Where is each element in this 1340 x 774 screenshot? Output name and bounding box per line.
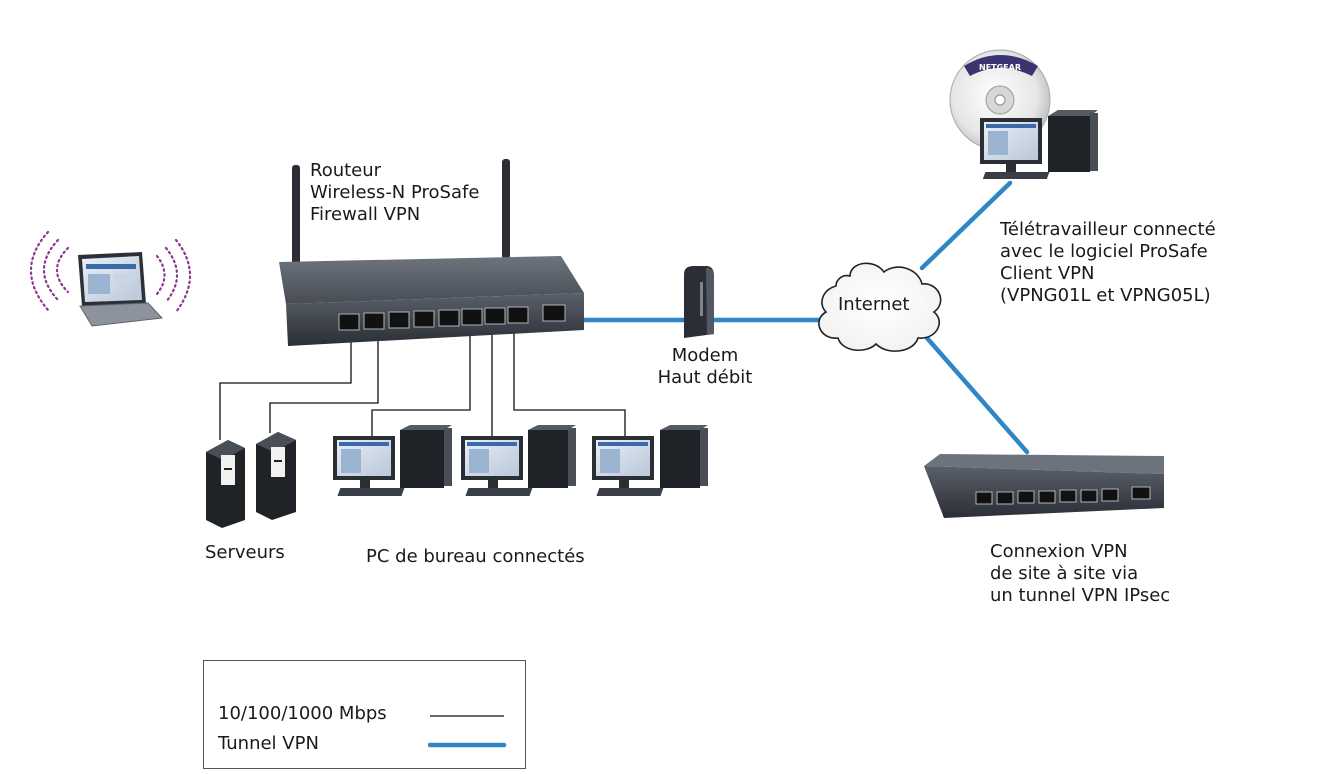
antenna-left: [292, 165, 300, 265]
site-vpn-label-line: de site à site via: [990, 563, 1139, 584]
cd-brand-logo: NETGEAR: [979, 63, 1021, 72]
link-internet-teleworker: [919, 180, 1013, 271]
router-label: Routeur Wireless-N ProSafe Firewall VPN: [310, 160, 479, 226]
server-1: [206, 440, 245, 528]
router-wan-port: [542, 304, 566, 322]
legend-label-ethernet: 10/100/1000 Mbps: [218, 703, 387, 724]
desktop-pc-1: [333, 425, 452, 496]
router-label-line: Firewall VPN: [310, 204, 421, 225]
wifi-waves-right: [155, 238, 192, 314]
wireless-laptop: [29, 230, 192, 327]
link-server-1: [219, 330, 352, 440]
link-pc-1: [371, 330, 471, 440]
teleworker-label-line: (VPNG01L et VPNG05L): [1000, 285, 1211, 306]
server-2: [256, 432, 296, 520]
teleworker-label-line: Client VPN: [1000, 263, 1095, 284]
vpn-links: [564, 180, 1030, 455]
teleworker-pc: [980, 110, 1098, 179]
link-pc-3: [513, 330, 626, 440]
legend-label-vpn: Tunnel VPN: [218, 733, 319, 754]
site-vpn-label-line: un tunnel VPN IPsec: [990, 585, 1171, 606]
site-vpn-label: Connexion VPN de site à site via un tunn…: [990, 541, 1170, 607]
link-server-2: [269, 330, 379, 433]
router-ports: [338, 306, 529, 331]
router-top: [279, 256, 584, 304]
antenna-right: [502, 159, 510, 259]
internet-label: Internet: [838, 294, 910, 315]
site-vpn-label-line: Connexion VPN: [990, 541, 1128, 562]
link-internet-site: [924, 335, 1030, 455]
teleworker-label: Télétravailleur connecté avec le logicie…: [1000, 219, 1216, 307]
wifi-waves-left: [29, 230, 70, 312]
teleworker-label-line: Télétravailleur connecté: [1000, 219, 1216, 240]
modem-device: [684, 266, 714, 338]
router-device: [279, 159, 584, 346]
remote-vpn-firewall: [924, 454, 1164, 518]
legend-box: 10/100/1000 Mbps Tunnel VPN: [203, 660, 526, 769]
ethernet-links: [219, 330, 626, 440]
teleworker-label-line: avec le logiciel ProSafe: [1000, 241, 1208, 262]
desktops-label: PC de bureau connectés: [366, 546, 585, 567]
internet-cloud: [818, 262, 942, 352]
router-front: [286, 293, 584, 346]
legend-line-ethernet: [430, 715, 504, 717]
desktop-pc-2: [461, 425, 576, 496]
legend-line-vpn: [428, 742, 507, 748]
router-label-line: Routeur: [310, 160, 382, 181]
modem-label-line: Modem: [671, 345, 739, 366]
servers-label: Serveurs: [205, 542, 285, 563]
desktop-pc-3: [592, 425, 708, 496]
laptop-base: [79, 302, 164, 327]
router-label-line: Wireless-N ProSafe: [310, 182, 480, 203]
modem-label: Modem Haut débit: [650, 345, 760, 389]
modem-label-line: Haut débit: [657, 367, 753, 388]
